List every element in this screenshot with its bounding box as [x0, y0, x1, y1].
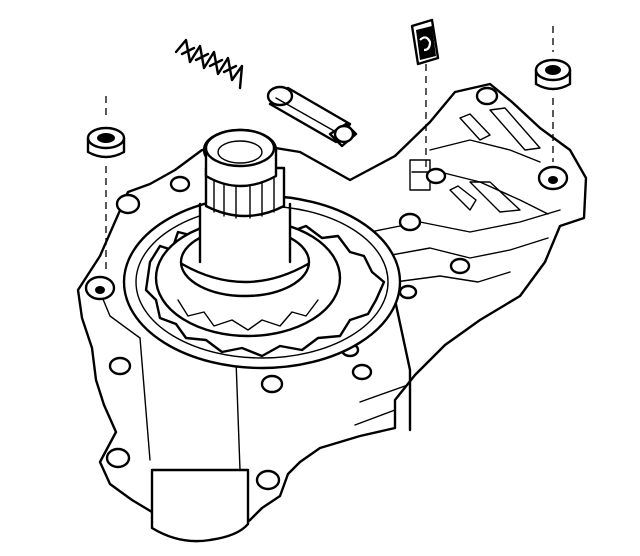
housing-neck: [150, 468, 250, 543]
output-shaft: [179, 128, 311, 298]
left-bushing: [86, 96, 126, 272]
valve-spring: [174, 38, 244, 90]
valve-plunger: [266, 85, 358, 148]
right-bushing: [534, 26, 572, 162]
shaft-top: [204, 128, 276, 168]
retaining-clip: [410, 18, 440, 172]
